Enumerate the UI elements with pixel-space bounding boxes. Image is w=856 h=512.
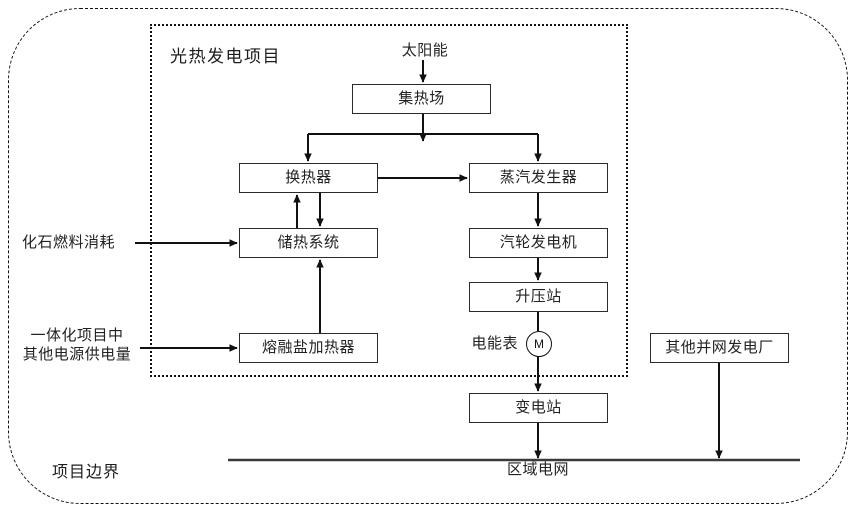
node-steam-turbine-generator[interactable]: 汽轮发电机	[469, 228, 608, 258]
input-label-fossil-fuel: 化石燃料消耗	[22, 235, 116, 251]
meter-label: 电能表	[471, 336, 518, 352]
node-molten-salt-heater[interactable]: 熔融盐加热器	[239, 333, 378, 363]
csp-subsystem-boundary	[150, 24, 628, 377]
electricity-meter-icon: M	[526, 331, 552, 357]
node-collector-field[interactable]: 集热场	[352, 84, 491, 114]
input-label-solar: 太阳能	[401, 43, 449, 59]
regional-grid-label: 区域电网	[506, 462, 569, 478]
csp-subsystem-title: 光热发电项目	[170, 47, 281, 66]
project-boundary-label: 项目边界	[52, 464, 121, 481]
project-boundary-outline	[8, 8, 848, 504]
node-heat-storage-system[interactable]: 储热系统	[239, 228, 378, 258]
input-label-other-power-supply: 一体化项目中 其他电源供电量	[22, 328, 132, 363]
node-heat-exchanger[interactable]: 换热器	[239, 163, 378, 193]
node-other-grid-connected-plant[interactable]: 其他并网发电厂	[650, 333, 789, 363]
node-booster-station[interactable]: 升压站	[469, 282, 608, 312]
node-steam-generator[interactable]: 蒸汽发生器	[469, 163, 608, 193]
node-substation[interactable]: 变电站	[469, 393, 608, 423]
